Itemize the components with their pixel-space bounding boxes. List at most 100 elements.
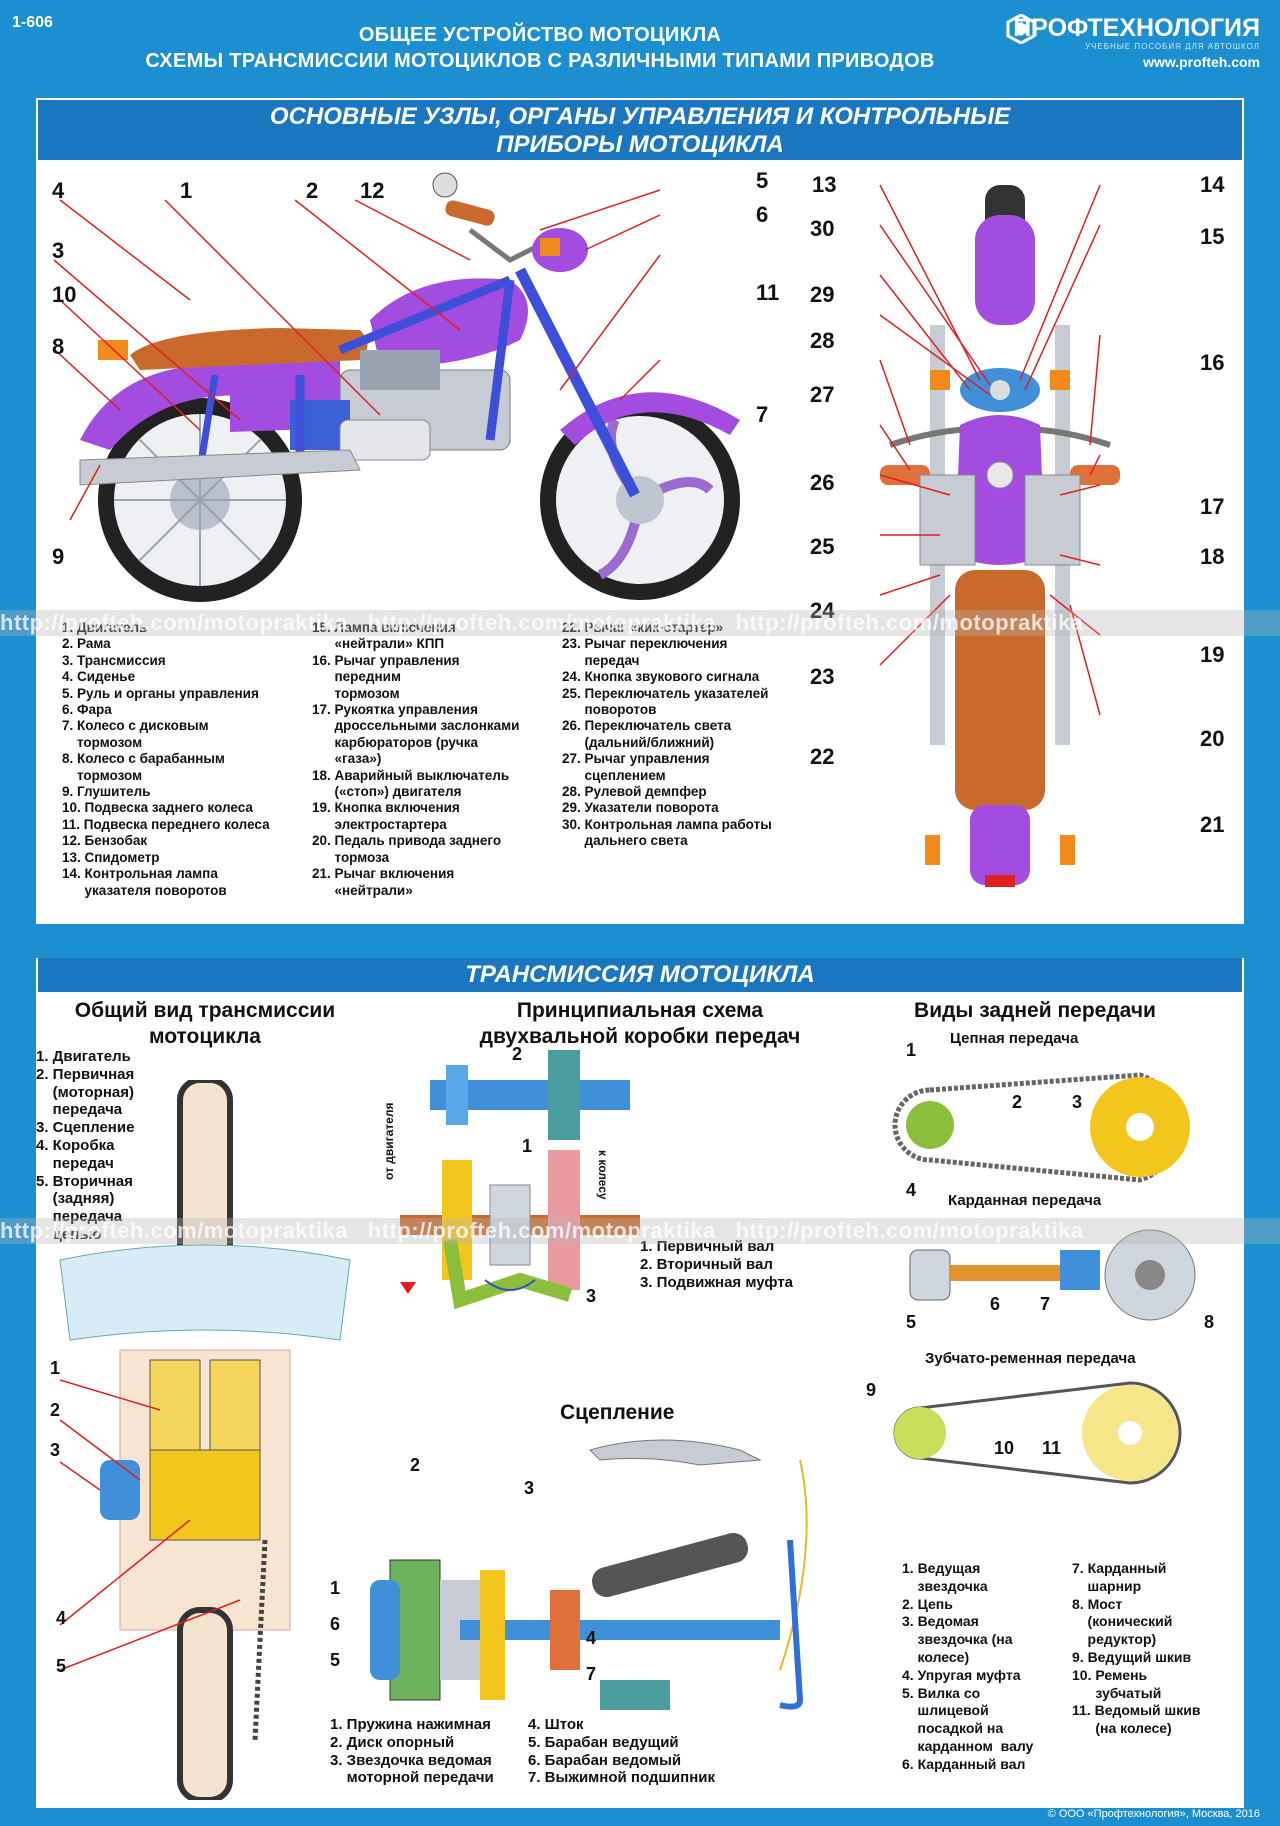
gv-label-2: 2 (50, 1400, 61, 1420)
to-wheel-label: к колесу (596, 1150, 610, 1200)
gb-label-3: 3 (586, 1286, 597, 1306)
mirror (432, 172, 458, 198)
poster-title-line2: СХЕМЫ ТРАНСМИССИИ МОТОЦИКЛОВ С РАЗЛИЧНЫМ… (145, 50, 935, 72)
label-24: 24 (810, 598, 835, 623)
label-21: 21 (1200, 812, 1225, 837)
label-5: 5 (756, 168, 769, 193)
gearbox-schematic (400, 1050, 640, 1310)
chain (252, 1539, 268, 1741)
legend-col2: 15. Лампа включения «нейтрали» КПП 16. Р… (312, 620, 520, 898)
cardan-drive-title: Карданная передача (948, 1192, 1102, 1209)
cl-label-2: 2 (410, 1455, 421, 1475)
brand-tagline: УЧЕБНЫЕ ПОСОБИЯ ДЛЯ АВТОШКОЛ (1084, 42, 1260, 51)
section1-banner-line1: ОСНОВНЫЕ УЗЛЫ, ОРГАНЫ УПРАВЛЕНИЯ И КОНТР… (269, 103, 1011, 130)
handlebar (468, 228, 542, 263)
label-23: 23 (810, 664, 835, 689)
label-6: 6 (756, 202, 769, 227)
label-16: 16 (1200, 350, 1225, 375)
sliding-sleeve (489, 1184, 531, 1266)
legend-col3: 22. Рычаг «кик-стартер»23. Рычаг переклю… (562, 620, 772, 849)
label-2: 2 (306, 178, 319, 203)
brand-url[interactable]: www.profteh.com (1143, 54, 1260, 70)
poster-code: 1-606 (12, 14, 53, 31)
gb-label-1: 1 (522, 1136, 533, 1156)
front-fork (515, 267, 640, 498)
frame (295, 275, 515, 460)
clutch-icon (100, 1460, 140, 1520)
cl-label-7: 7 (586, 1664, 597, 1684)
label-19: 19 (1200, 642, 1225, 667)
seat-top (955, 570, 1045, 810)
rear-drive-title: Виды задней передачи (914, 999, 1156, 1022)
gv-label-3: 3 (50, 1440, 61, 1460)
motorcycle-side-view (53, 172, 740, 602)
label-26: 26 (810, 470, 835, 495)
label-15: 15 (1200, 224, 1225, 249)
label-12: 12 (360, 178, 385, 203)
right-grip (1070, 465, 1120, 485)
cl-label-3: 3 (524, 1478, 535, 1498)
fuel-tank-top (955, 415, 1045, 565)
clutch-rod (460, 1620, 780, 1640)
label-8: 8 (52, 334, 65, 359)
rd-label-3: 3 (1072, 1092, 1083, 1112)
from-engine-label: от двигателя (382, 1102, 396, 1180)
rd-label-8: 8 (1204, 1312, 1215, 1332)
clutch-title: Сцепление (560, 1401, 675, 1424)
brand-logo-icon (1006, 14, 1036, 44)
driven-sprocket (480, 1570, 505, 1700)
side-label-lines (53, 189, 661, 521)
rd-label-4: 4 (906, 1180, 917, 1200)
label-1: 1 (180, 178, 193, 203)
label-3: 3 (52, 238, 65, 263)
clutch-diagram (370, 1439, 808, 1710)
cl-label-4: 4 (586, 1628, 597, 1648)
motorcycle-top-view (879, 184, 1120, 887)
label-17: 17 (1200, 494, 1225, 519)
section1-banner-line2: ПРИБОРЫ МОТОЦИКЛА (496, 131, 784, 158)
label-11: 11 (756, 280, 780, 305)
shift-pedal (443, 1238, 573, 1310)
section1-banner: ОСНОВНЫЕ УЗЛЫ, ОРГАНЫ УПРАВЛЕНИЯ И КОНТР… (38, 100, 1242, 160)
seat (130, 328, 368, 370)
rd-label-2: 2 (1012, 1092, 1023, 1112)
gb-label-2: 2 (512, 1044, 523, 1064)
label-13: 13 (812, 172, 837, 197)
poster-title-line1: ОБЩЕЕ УСТРОЙСТВО МОТОЦИКЛА (358, 24, 722, 46)
grip (445, 200, 495, 226)
left-grip (880, 465, 930, 485)
label-25: 25 (810, 534, 835, 559)
label-22: 22 (810, 744, 835, 769)
label-30: 30 (810, 216, 835, 241)
gearbox-title: Принципиальная схема двухвальной коробки… (479, 999, 801, 1048)
rd-label-11: 11 (1042, 1438, 1062, 1458)
general-view-title: Общий вид трансмиссии мотоцикла (74, 999, 336, 1048)
rd-label-6: 6 (990, 1294, 1001, 1314)
rd-label-1: 1 (906, 1040, 917, 1060)
brand-name: ПРОФТЕХНОЛОГИЯ (1013, 14, 1260, 42)
gearbox-legend: 1. Первичный вал 2. Вторичный вал 3. Под… (640, 1238, 794, 1291)
gv-label-5: 5 (56, 1656, 67, 1676)
engine (290, 350, 511, 461)
label-7: 7 (756, 402, 769, 427)
label-4: 4 (52, 178, 65, 203)
transmission-general-view (59, 1080, 351, 1800)
rd-label-9: 9 (866, 1380, 877, 1400)
label-10: 10 (52, 282, 77, 307)
front-fender (560, 392, 740, 445)
rear-legend-col2: 7. Карданный шарнир 8. Мост (конический … (1072, 1560, 1201, 1737)
chain-drive (892, 1072, 1190, 1183)
watermark-band-1: http://profteh.com/motopraktika http://p… (0, 610, 1280, 636)
cl-label-5: 5 (330, 1650, 341, 1670)
belt-drive (893, 1381, 1182, 1485)
front-fender-top (975, 215, 1035, 325)
cardan-drive (909, 1229, 1196, 1321)
gv-label-1: 1 (50, 1358, 61, 1378)
rd-label-5: 5 (906, 1312, 917, 1332)
label-18: 18 (1200, 544, 1225, 569)
